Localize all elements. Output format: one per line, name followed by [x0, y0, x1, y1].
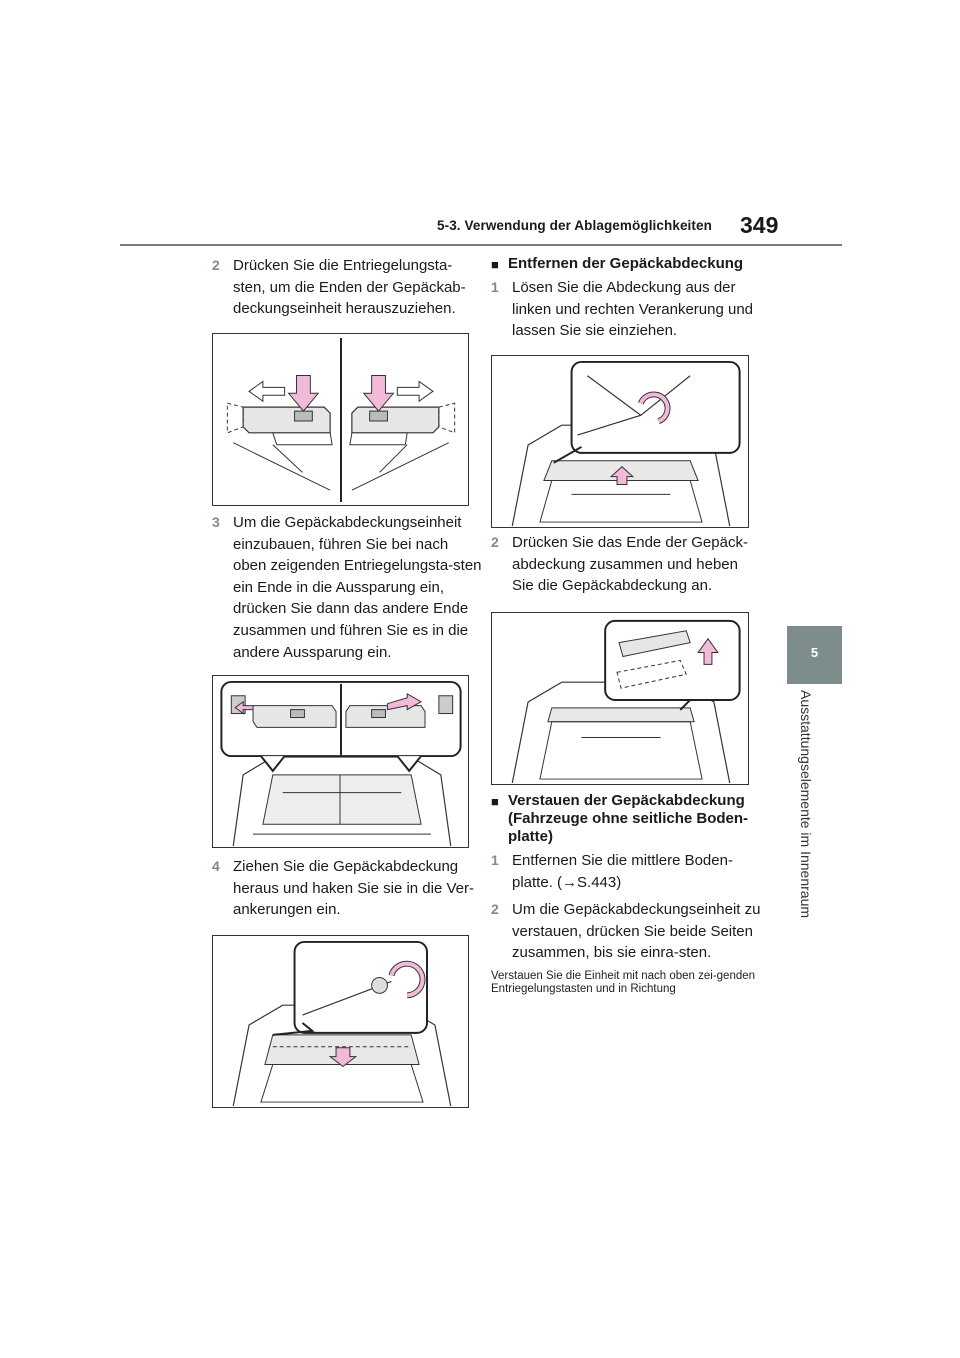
chapter-tab[interactable]: 5 [787, 626, 842, 684]
step-2-lift: 2 Drücken Sie das Ende der Gepäck-abdeck… [491, 532, 761, 597]
section-store-cover: ■ Verstauen der Gepäckabdeckung (Fahrzeu… [491, 792, 761, 997]
step-3-install: 3 Um die Gepäckabdeckungseinheit einzuba… [212, 512, 482, 663]
step-4-hook: 4 Ziehen Sie die Gepäckabdeckung heraus … [212, 856, 482, 921]
figure-release-hook [491, 355, 749, 528]
step-text: Um die Gepäckabdeckungseinheit einzubaue… [233, 514, 482, 661]
step-text: Lösen Sie die Abdeckung aus der linken u… [512, 279, 754, 340]
step-number: 2 [491, 534, 499, 550]
step-text: Um die Gepäckabdeckungseinheit zu versta… [512, 901, 761, 962]
step-number: 1 [491, 852, 499, 868]
step-number: 4 [212, 858, 220, 874]
figure-hook-cover [212, 935, 469, 1108]
storage-note: Verstauen Sie die Einheit mit nach oben … [491, 969, 756, 996]
step-text: Entfernen Sie die mittlere Boden-platte.… [512, 852, 733, 891]
step-number: 3 [212, 514, 220, 530]
header-divider [120, 244, 842, 246]
step-number: 2 [212, 257, 220, 273]
figure-release-buttons [212, 333, 469, 506]
heading-square-icon: ■ [491, 794, 499, 809]
heading-text: Verstauen der Gepäckabdeckung (Fahrzeuge… [508, 792, 749, 845]
step-text: Drücken Sie die Entriegelungsta-sten, um… [233, 257, 466, 318]
figure-lift-cover [491, 612, 749, 785]
page-number: 349 [740, 212, 779, 238]
step-number: 2 [491, 901, 499, 918]
figure-install-cover [212, 675, 469, 848]
heading-text: Entfernen der Gepäckabdeckung [508, 255, 744, 272]
section-title: 5-3. Verwendung der Ablagemöglichkeiten [437, 218, 712, 233]
section-remove-cover: ■ Entfernen der Gepäckabdeckung 1 Lösen … [491, 255, 761, 342]
step-2-release: 2 Drücken Sie die Entriegelungsta-sten, … [212, 255, 482, 320]
chapter-title: Ausstattungselemente im Innenraum [798, 690, 814, 919]
step-number: 1 [491, 279, 499, 295]
step-text: Drücken Sie das Ende der Gepäck-abdeckun… [512, 534, 748, 595]
step-text: Ziehen Sie die Gepäckabdeckung heraus un… [233, 858, 474, 919]
heading-square-icon: ■ [491, 257, 499, 272]
